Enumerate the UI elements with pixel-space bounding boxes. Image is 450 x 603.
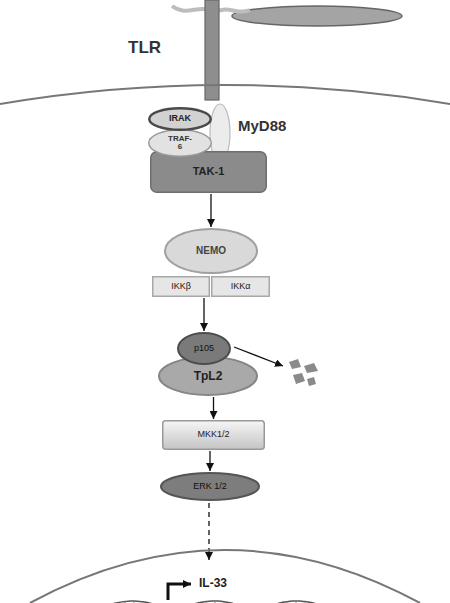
ellipse-shape <box>161 473 259 500</box>
kinase-box: IKKβ <box>152 276 210 297</box>
dna-strand <box>92 601 329 603</box>
ellipse-shape <box>159 357 257 395</box>
transcription-arrow <box>168 584 191 600</box>
dna-rung <box>215 601 216 603</box>
rect-shape <box>151 152 267 193</box>
kinase-box: TAK-1 <box>150 151 267 193</box>
node-text-wrap: TAK-1 <box>150 151 267 193</box>
node-text-wrap: p105 <box>177 332 231 365</box>
node-label: ERK 1/2 <box>193 482 227 491</box>
ellipse-shape <box>165 229 257 273</box>
signal-arrow <box>209 451 210 471</box>
node-label: IKKα <box>231 282 251 291</box>
kinase-box: IKKα <box>211 276 270 297</box>
rect-shape <box>153 277 210 297</box>
signal-arrow <box>210 194 211 227</box>
receptor-label: TLR <box>128 38 161 58</box>
dna-rung <box>296 601 297 603</box>
node-label: MKK1/2 <box>197 430 229 439</box>
node-label: TAK-1 <box>193 166 225 178</box>
node-label: TRAF-6 <box>167 135 193 152</box>
node-text-wrap: ERK 1/2 <box>160 472 260 501</box>
dna-rung <box>287 602 288 603</box>
rect-shape <box>163 421 265 450</box>
dna-rung <box>125 601 126 603</box>
node-label: NEMO <box>196 246 226 257</box>
fragment <box>293 373 305 384</box>
ellipse-shape <box>149 130 212 157</box>
cell-membrane <box>0 85 450 104</box>
nuclear-envelope <box>30 550 420 603</box>
dna-rung <box>224 602 225 603</box>
node-label: p105 <box>194 344 214 353</box>
ligand-ellipse <box>232 6 402 26</box>
rect-shape <box>212 277 270 297</box>
signal-arrow <box>203 298 204 331</box>
dna-rung <box>134 601 135 603</box>
adaptor-ellipse: TRAF-6 <box>148 129 212 157</box>
dna-rung <box>143 602 144 603</box>
kinase-ellipse: IRAK <box>148 107 212 131</box>
node-label: TpL2 <box>194 370 223 383</box>
kinase-box: MKK1/2 <box>162 420 265 450</box>
kinase-ellipse: ERK 1/2 <box>160 472 260 501</box>
node-text-wrap: IKKα <box>211 276 270 297</box>
node-text-wrap: NEMO <box>164 228 258 274</box>
fragment <box>307 377 316 386</box>
node-text-wrap: TRAF-6 <box>148 129 212 157</box>
signal-arrow <box>208 503 209 560</box>
node-text-wrap: IKKβ <box>152 276 210 297</box>
fragment <box>304 363 318 373</box>
node-label: IKKβ <box>171 282 191 291</box>
ellipse-shape <box>178 333 230 364</box>
inhibitor-ellipse: p105 <box>177 332 231 365</box>
node-text-wrap: IRAK <box>148 107 212 131</box>
fragment <box>289 359 301 369</box>
adaptor-label: MyD88 <box>238 117 286 134</box>
dna-strand <box>92 601 329 603</box>
dna-rungs <box>98 601 323 603</box>
node-label: IRAK <box>169 114 191 123</box>
dna-rung <box>206 602 207 603</box>
gene-label: IL-33 <box>199 576 227 590</box>
regulator-ellipse: NEMO <box>164 228 258 274</box>
ellipse-shape <box>149 108 211 130</box>
node-text-wrap: MKK1/2 <box>162 420 265 450</box>
dna-rung <box>305 602 306 603</box>
signal-arrow <box>213 397 214 419</box>
